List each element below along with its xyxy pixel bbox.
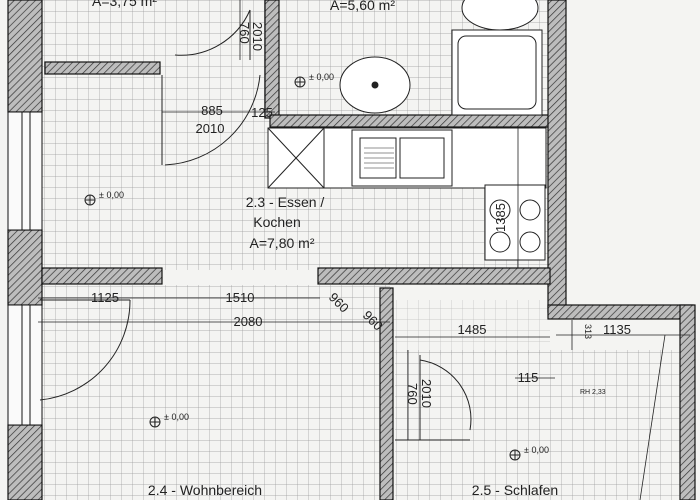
walls: [7, 0, 696, 500]
left-wall-top: [7, 0, 43, 113]
windows: [7, 111, 43, 426]
level-bath-label: ± 0,00: [309, 72, 334, 82]
door-living-swing: [39, 299, 131, 401]
room-name-kitchen: 2.3 - Essen /: [246, 194, 325, 210]
bathroom-fixtures: [339, 0, 543, 116]
wall-bath-bottom: [269, 114, 551, 128]
window-left-lower: [7, 304, 43, 426]
door-kitchen-swing: [164, 74, 261, 166]
dim-door-bedroom-height: 2010: [419, 379, 434, 408]
dim-door-kitchen-width: 885: [201, 103, 223, 118]
wall-bedroom-top: [547, 304, 694, 320]
dim-door-kitchen-height: 2010: [196, 121, 225, 136]
dim-2080: 2080: [234, 314, 263, 329]
door-swings: [39, 9, 472, 441]
room-area-top-left: A=3,75 m²: [92, 0, 157, 9]
room-area-bath: A=5,60 m²: [330, 0, 395, 13]
toilet-icon: [461, 0, 539, 31]
wall-far-right: [679, 304, 696, 500]
wall-bedroom-left: [379, 287, 394, 500]
room-name-kitchen-2: Kochen: [253, 214, 300, 230]
dim-115: 115: [518, 370, 539, 385]
dim-1485: 1485: [458, 322, 487, 337]
level-kitchen-label: ± 0,00: [99, 190, 124, 200]
door-top-swing: [174, 9, 251, 56]
wall-upper-horizontal: [44, 61, 161, 75]
kitchen-counter: [267, 127, 547, 261]
wall-kitchen-bottom-right: [317, 267, 551, 285]
left-wall-mid: [7, 229, 43, 306]
dim-1125: 1125: [91, 290, 119, 305]
room-name-living: 2.4 - Wohnbereich: [148, 482, 262, 498]
door-bedroom-swing: [419, 359, 472, 431]
dim-kitchen-depth: 1385: [493, 203, 508, 232]
room-name-bedroom: 2.5 - Schlafen: [472, 482, 558, 498]
level-living-label: ± 0,00: [164, 412, 189, 422]
level-markers: [84, 76, 521, 461]
dimension-lines: [38, 0, 690, 500]
dim-wall-125: 125: [251, 105, 273, 120]
dim-door-top-height: 2010: [250, 22, 265, 51]
dim-door-top-width: 760: [237, 22, 252, 44]
right-wall: [547, 0, 567, 313]
window-left-upper: [7, 111, 43, 231]
dim-1510: 1510: [226, 290, 255, 305]
room-area-kitchen: A=7,80 m²: [250, 235, 315, 251]
room-height-label: RH 2,33: [580, 389, 606, 396]
level-bedroom-label: ± 0,00: [524, 445, 549, 455]
dim-313: 313: [583, 324, 593, 339]
dim-door-bedroom-width: 760: [405, 383, 420, 405]
wall-bath-left: [264, 0, 280, 119]
dim-1135: 1135: [603, 322, 631, 337]
left-wall-bottom: [7, 424, 43, 500]
wall-kitchen-bottom-left: [41, 267, 163, 285]
